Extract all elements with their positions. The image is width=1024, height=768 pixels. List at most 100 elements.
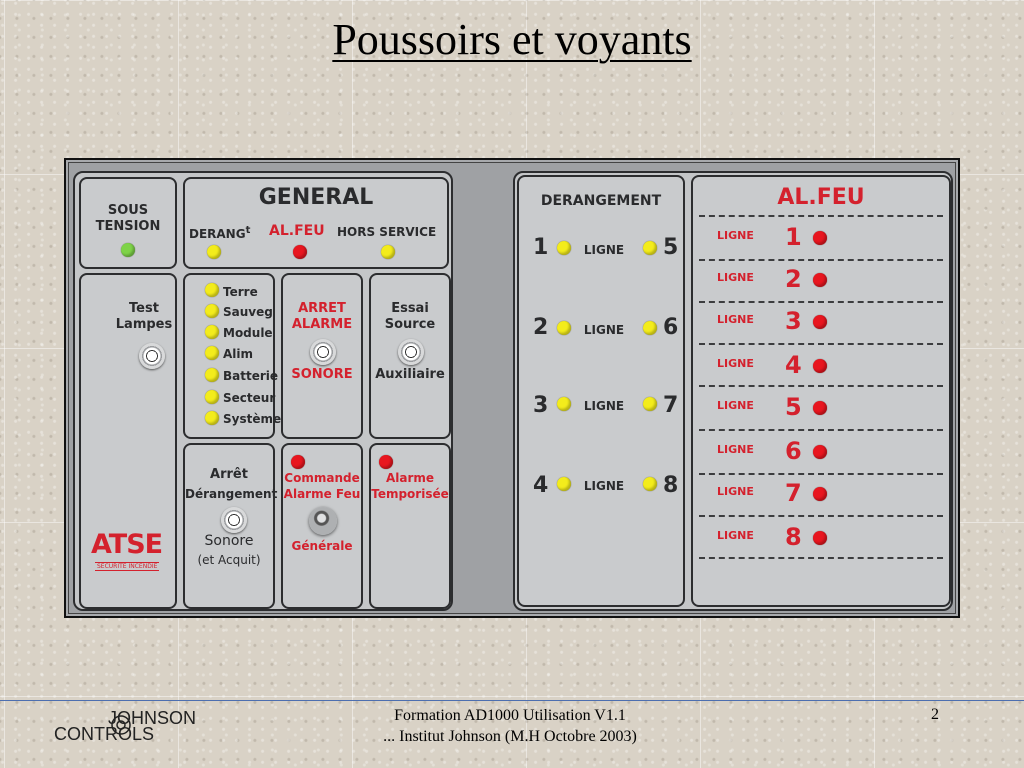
status-led-batterie xyxy=(205,368,219,382)
derangement-row-3-label: LIGNE xyxy=(583,399,625,413)
slide-title-text: Poussoirs et voyants xyxy=(332,15,692,64)
al-feu-row-5-led xyxy=(813,401,827,415)
derangement-row-3-left: 3 xyxy=(533,393,549,418)
section-general: GENERAL DERANGt AL.FEU HORS SERVICE xyxy=(183,177,449,269)
arret-derangement-label-2: Dérangement xyxy=(185,487,278,501)
section-derangement: DERANGEMENT 1 LIGNE 5 2 LIGNE 6 3 LIGNE … xyxy=(517,175,685,607)
al-feu-row-7-led xyxy=(813,487,827,501)
derang-sup: t xyxy=(245,225,251,236)
essai-source-label-3: Auxiliaire xyxy=(375,367,445,382)
status-led-sauveg xyxy=(205,304,219,318)
derangement-row-1-left: 1 xyxy=(533,235,549,260)
al-feu-divider xyxy=(699,259,943,261)
commande-alarme-led xyxy=(291,455,305,469)
essai-source-button[interactable] xyxy=(398,339,424,365)
derangement-row-4-label: LIGNE xyxy=(583,479,625,493)
arret-alarme-label-2: ALARME xyxy=(291,317,353,332)
al-feu-row-4-led xyxy=(813,359,827,373)
johnson-controls-logo: JOHNSON CONTROLS xyxy=(52,706,222,748)
derangement-row-1-left-led xyxy=(557,241,571,255)
commande-alarme-label-2: Alarme Feu xyxy=(283,487,361,501)
general-al-feu-led xyxy=(293,245,307,259)
test-lampes-label-1: Test xyxy=(129,301,159,316)
status-label-batterie: Batterie xyxy=(223,369,279,383)
derang-text: DERANG xyxy=(189,227,246,241)
arret-alarme-label-3: SONORE xyxy=(291,367,353,382)
page-number: 2 xyxy=(931,706,939,723)
arret-derangement-label-3: Sonore xyxy=(204,533,254,549)
atse-tagline: SECURITE INCENDIE xyxy=(95,562,160,571)
al-feu-row-2-number: 2 xyxy=(785,265,802,293)
commande-alarme-label-1: Commande xyxy=(284,471,360,485)
al-feu-divider xyxy=(699,557,943,559)
al-feu-row-6-led xyxy=(813,445,827,459)
status-led-secteur xyxy=(205,390,219,404)
test-lampes-label-2: Lampes xyxy=(115,317,173,332)
general-al-feu-label: AL.FEU xyxy=(269,223,325,239)
derangement-row-4-left: 4 xyxy=(533,473,549,498)
al-feu-row-1-number: 1 xyxy=(785,223,802,251)
status-led-module xyxy=(205,325,219,339)
general-hors-service-label: HORS SERVICE xyxy=(337,225,437,239)
section-test-lampes: Test Lampes ATSE SECURITE INCENDIE xyxy=(79,273,177,609)
al-feu-row-5-label: LIGNE xyxy=(717,399,754,412)
al-feu-row-7-number: 7 xyxy=(785,479,802,507)
al-feu-row-6-label: LIGNE xyxy=(717,443,754,456)
derangement-row-3-left-led xyxy=(557,397,571,411)
al-feu-divider xyxy=(699,385,943,387)
general-derang-label: DERANGt xyxy=(189,225,250,241)
sous-tension-label-2: TENSION xyxy=(95,219,161,234)
section-arret-derangement: Arrêt Dérangement Sonore (et Acquit) xyxy=(183,443,278,609)
al-feu-row-1-led xyxy=(813,231,827,245)
panel-photo-inner: SOUS TENSION GENERAL DERANGt AL.FEU HORS… xyxy=(68,162,956,614)
status-label-secteur: Secteur xyxy=(223,391,276,405)
derangement-row-1-label: LIGNE xyxy=(583,243,625,257)
atse-logo: ATSE xyxy=(91,529,163,560)
logo-johnson-text: JOHNSON xyxy=(108,708,197,728)
status-led-alim xyxy=(205,346,219,360)
left-plate: SOUS TENSION GENERAL DERANGt AL.FEU HORS… xyxy=(73,171,453,611)
derangement-row-1-right: 5 xyxy=(663,235,679,260)
test-lampes-button[interactable] xyxy=(139,343,165,369)
derangement-row-2-label: LIGNE xyxy=(583,323,625,337)
derangement-row-1-right-led xyxy=(643,241,657,255)
derangement-row-2-left: 2 xyxy=(533,315,549,340)
al-feu-divider xyxy=(699,473,943,475)
sous-tension-led xyxy=(121,243,135,257)
johnson-controls-logo-mark-icon xyxy=(111,715,131,735)
al-feu-row-8-label: LIGNE xyxy=(717,529,754,542)
al-feu-row-6-number: 6 xyxy=(785,437,802,465)
al-feu-row-7-label: LIGNE xyxy=(717,485,754,498)
al-feu-row-3-label: LIGNE xyxy=(717,313,754,326)
logo-controls-text: CONTROLS xyxy=(54,724,155,744)
section-commande-alarme: Commande Alarme Feu Générale xyxy=(281,443,363,609)
alarme-temporisee-led xyxy=(379,455,393,469)
section-arret-alarme: ARRET ALARME SONORE xyxy=(281,273,363,439)
al-feu-row-3-number: 3 xyxy=(785,307,802,335)
al-feu-row-5-number: 5 xyxy=(785,393,802,421)
al-feu-divider xyxy=(699,343,943,345)
footer-line-1: Formation AD1000 Utilisation V1.1 xyxy=(394,707,626,724)
al-feu-title: AL.FEU xyxy=(777,185,865,210)
section-alarme-temporisee: Alarme Temporisée xyxy=(369,443,451,609)
footer-text: Formation AD1000 Utilisation V1.1 ... In… xyxy=(360,706,660,748)
status-label-module: Module xyxy=(223,326,273,340)
al-feu-row-4-label: LIGNE xyxy=(717,357,754,370)
al-feu-row-1-label: LIGNE xyxy=(717,229,754,242)
al-feu-row-8-number: 8 xyxy=(785,523,802,551)
al-feu-divider xyxy=(699,301,943,303)
al-feu-divider xyxy=(699,215,943,217)
commande-alarme-keyswitch[interactable] xyxy=(309,507,337,535)
al-feu-row-3-led xyxy=(813,315,827,329)
derangement-title: DERANGEMENT xyxy=(540,193,662,209)
al-feu-row-8-led xyxy=(813,531,827,545)
al-feu-row-2-label: LIGNE xyxy=(717,271,754,284)
derangement-row-3-right-led xyxy=(643,397,657,411)
general-hors-service-led xyxy=(381,245,395,259)
arret-alarme-button[interactable] xyxy=(310,339,336,365)
panel-photo: SOUS TENSION GENERAL DERANGt AL.FEU HORS… xyxy=(64,158,960,618)
status-label-terre: Terre xyxy=(223,285,258,299)
al-feu-row-2-led xyxy=(813,273,827,287)
arret-derangement-button[interactable] xyxy=(221,507,247,533)
footer-divider xyxy=(0,700,1024,701)
